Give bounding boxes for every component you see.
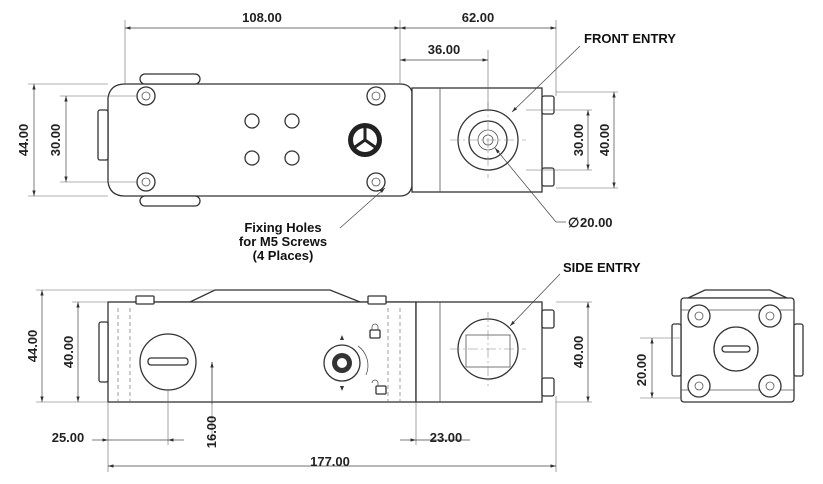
top-hole-2 bbox=[284, 113, 300, 129]
top-view-main-body bbox=[107, 83, 413, 197]
top-lug-lower bbox=[139, 195, 201, 207]
dim-44-top: 44.00 bbox=[16, 124, 31, 157]
top-head-tab-upper bbox=[541, 95, 555, 115]
key-mechanism bbox=[323, 335, 369, 391]
end-release-slot bbox=[713, 326, 759, 372]
end-view-top-profile bbox=[687, 289, 788, 299]
dim-36: 36.00 bbox=[428, 42, 461, 57]
top-hole-1 bbox=[244, 113, 260, 129]
top-left-cap bbox=[97, 109, 109, 161]
fixing-hole-top-right bbox=[366, 86, 386, 106]
dim-40-side-right: 40.00 bbox=[571, 336, 586, 369]
dim-16: 16.00 bbox=[204, 416, 219, 449]
end-view-left-cap bbox=[671, 323, 682, 377]
dim-108: 108.00 bbox=[242, 10, 282, 25]
dim-62: 62.00 bbox=[462, 10, 495, 25]
side-entry-aperture bbox=[450, 312, 526, 386]
padlock-locked-icon bbox=[369, 323, 381, 339]
fixing-hole-top-left bbox=[136, 86, 156, 106]
dim-25: 25.00 bbox=[52, 430, 85, 445]
dim-40-side-left: 40.00 bbox=[61, 336, 76, 369]
fixing-holes-line3: (4 Places) bbox=[253, 248, 314, 263]
dim-44-side: 44.00 bbox=[25, 330, 40, 363]
end-screw-bottom-left bbox=[687, 374, 711, 398]
side-view-left-cap bbox=[98, 321, 109, 383]
end-screw-bottom-right bbox=[758, 374, 782, 398]
dim-30-left: 30.00 bbox=[48, 124, 63, 157]
key-tri-lobe bbox=[348, 123, 382, 157]
end-screw-top-left bbox=[687, 304, 711, 328]
fixing-hole-bottom-left bbox=[136, 172, 156, 192]
side-head-tab-lower bbox=[541, 377, 555, 397]
side-head-tab-upper bbox=[541, 309, 555, 329]
fixing-holes-line1: Fixing Holes bbox=[244, 220, 321, 235]
top-hole-4 bbox=[284, 150, 300, 166]
end-view: 20.00 bbox=[634, 289, 804, 403]
dim-23: 23.00 bbox=[430, 430, 463, 445]
end-view-right-cap bbox=[793, 323, 804, 377]
dim-20-end: 20.00 bbox=[634, 354, 649, 387]
fixing-hole-bottom-right bbox=[366, 172, 386, 192]
dim-40-top: 40.00 bbox=[597, 124, 612, 157]
dim-177: 177.00 bbox=[310, 454, 350, 469]
padlock-unlocked-icon bbox=[371, 379, 387, 395]
front-entry-label: FRONT ENTRY bbox=[584, 31, 676, 46]
top-head-tab-lower bbox=[541, 167, 555, 187]
dim-diameter-20: 20.00 bbox=[580, 215, 613, 230]
side-top-lug bbox=[135, 295, 155, 305]
manual-release-slot bbox=[139, 333, 197, 391]
diameter-symbol: ∅ bbox=[568, 215, 579, 230]
top-hole-3 bbox=[244, 150, 260, 166]
dim-30-right: 30.00 bbox=[571, 124, 586, 157]
side-top-lug-right bbox=[367, 295, 387, 305]
end-screw-top-right bbox=[758, 304, 782, 328]
side-entry-label: SIDE ENTRY bbox=[563, 260, 641, 275]
top-view: 108.00 62.00 36.00 44.00 30.00 30.00 40.… bbox=[16, 10, 676, 263]
fixing-holes-line2: for M5 Screws bbox=[239, 234, 327, 249]
top-lug-upper bbox=[139, 73, 201, 85]
side-view: 44.00 40.00 40.00 25.00 16.00 23.00 177.… bbox=[25, 260, 641, 472]
